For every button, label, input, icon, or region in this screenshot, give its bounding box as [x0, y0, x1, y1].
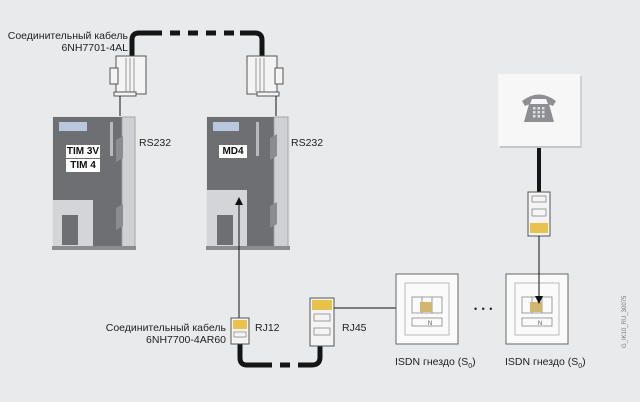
- device-md4: [206, 116, 290, 250]
- isdn-socket-2: N: [505, 273, 569, 345]
- isdn-socket-2-label: ISDN гнездо (S0): [505, 356, 586, 371]
- figure-id: G_IK10_RU_30075: [622, 295, 628, 348]
- rs232-label-left: RS232: [139, 137, 172, 149]
- ellipsis-more-sockets: • • •: [474, 304, 494, 314]
- top-cable-name: Соединительный кабель: [7, 30, 128, 42]
- serial-connector-left: [109, 55, 147, 97]
- phone-arrow-to-socket: [535, 236, 543, 304]
- rj12-label: RJ12: [255, 322, 280, 334]
- top-cable-part-number: 6NH7701-4AL: [61, 42, 128, 54]
- socket-symbol-icon: N: [428, 321, 432, 327]
- phone-rj45-connector: [527, 191, 551, 237]
- device-label-md4: MD4: [219, 145, 247, 158]
- serial-connector-right: [246, 55, 284, 97]
- isdn-socket-1-label: ISDN гнездо (S0): [395, 356, 476, 371]
- bottom-cable-label: Соединительный кабель 6NH7700-4AR60: [80, 322, 226, 346]
- device-label-tim4: TIM 4: [66, 159, 100, 172]
- rj45-label: RJ45: [342, 322, 367, 334]
- socket-symbol-icon: N: [538, 321, 542, 327]
- rs232-label-right: RS232: [291, 137, 324, 149]
- device-tim: [52, 116, 136, 250]
- bottom-cable-name: Соединительный кабель: [105, 322, 226, 334]
- bottom-cable-part-number: 6NH7700-4AR60: [146, 334, 226, 346]
- telephone-device: [498, 74, 582, 148]
- isdn-socket-1: N: [395, 273, 459, 345]
- telephone-icon: [522, 94, 556, 122]
- rj45-connector: [309, 297, 335, 347]
- top-serial-cable: [129, 30, 265, 56]
- rj12-arrow: [235, 197, 243, 318]
- device-label-tim3v: TIM 3V: [66, 145, 100, 158]
- bottom-modular-cable: [237, 344, 323, 368]
- rj12-connector: [230, 317, 250, 345]
- top-cable-label: Соединительный кабель 6NH7701-4AL: [4, 30, 128, 54]
